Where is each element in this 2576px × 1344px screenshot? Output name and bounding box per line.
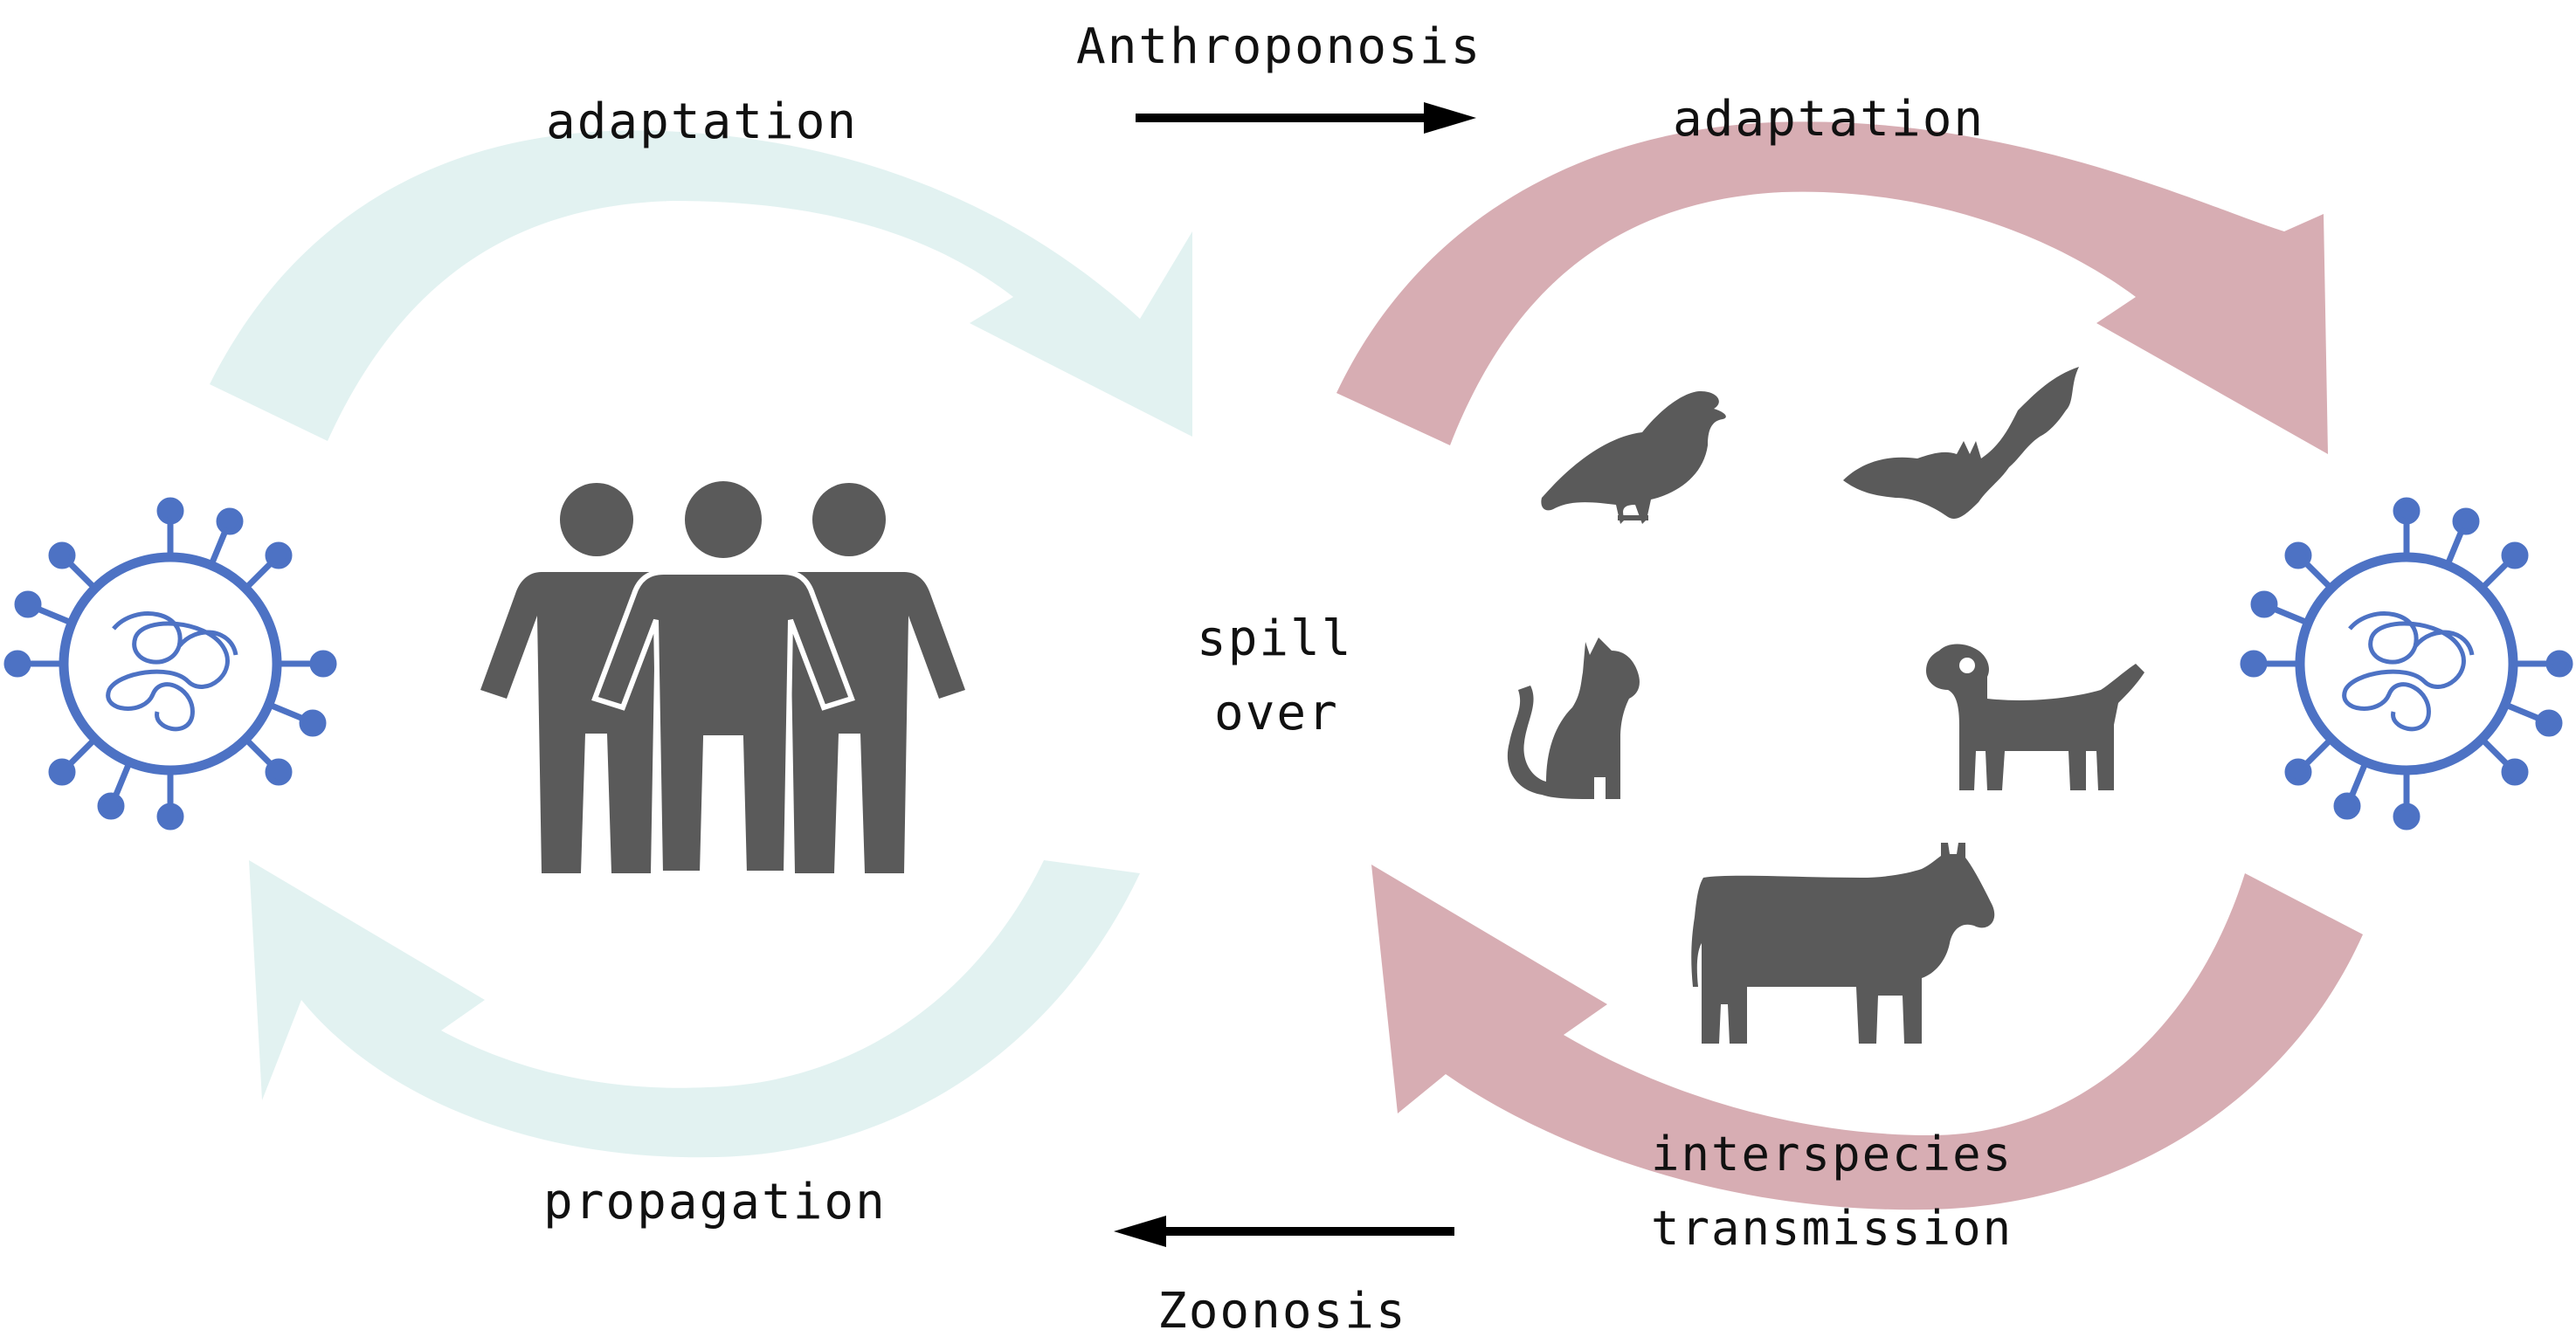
interspecies-label: interspecies	[1651, 1127, 2013, 1182]
right-virus-icon	[2240, 497, 2573, 831]
animal-adaptation-label: adaptation	[1673, 91, 1985, 148]
people-icon	[480, 481, 965, 876]
human-cycle	[210, 130, 1192, 1158]
human-adaptation-label: adaptation	[546, 93, 858, 150]
left-virus-icon	[3, 497, 337, 831]
human-adaptation-arrow	[210, 130, 1192, 441]
dog-icon	[1926, 644, 2144, 790]
propagation-label: propagation	[543, 1174, 887, 1230]
animal-cycle	[1336, 121, 2363, 1210]
cow-icon	[1691, 843, 1995, 1044]
human-propagation-arrow	[249, 860, 1140, 1158]
over-label: over	[1214, 685, 1339, 741]
zoonosis-arrow	[1114, 1216, 1454, 1247]
anthroponosis-arrow	[1136, 102, 1476, 134]
animal-adaptation-arrow	[1336, 121, 2328, 454]
cat-icon	[1507, 638, 1640, 799]
animal-interspecies-arrow	[1371, 865, 2363, 1210]
anthroponosis-label: Anthroponosis	[1076, 18, 1481, 75]
bird-icon	[1541, 390, 1726, 524]
zoonosis-label: Zoonosis	[1157, 1283, 1407, 1340]
bat-icon	[1843, 367, 2079, 520]
transmission-label: transmission	[1651, 1201, 2013, 1256]
spill-label: spill	[1197, 610, 1353, 667]
